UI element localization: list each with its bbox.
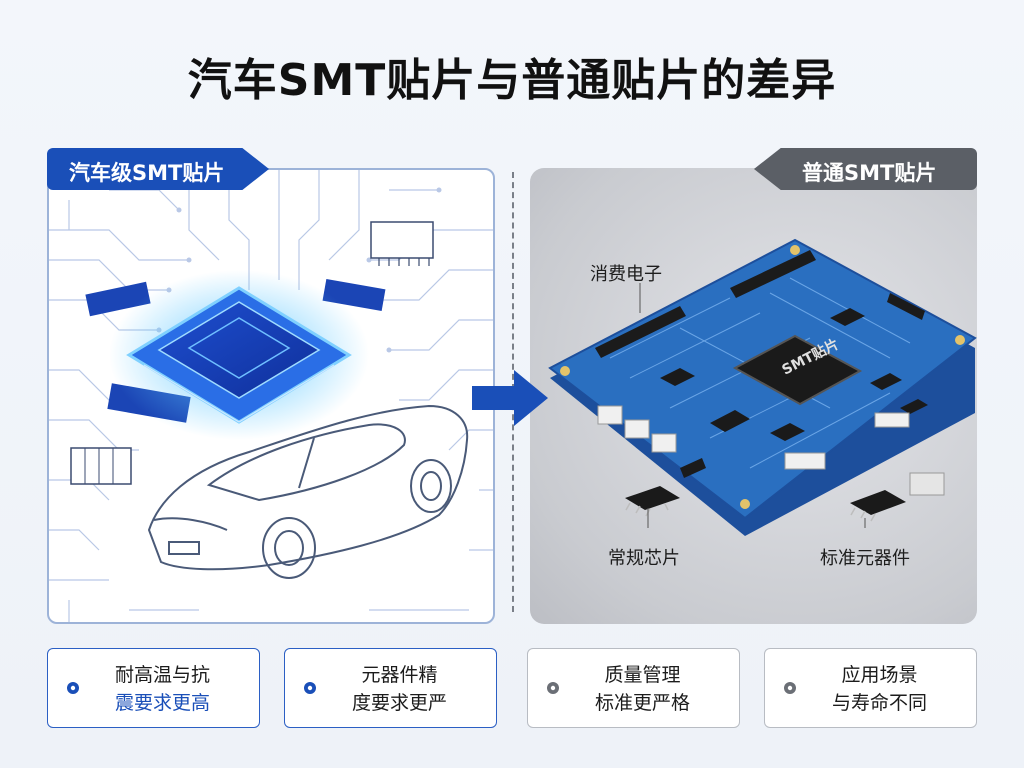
card-line1: 应用场景	[841, 664, 918, 686]
loose-chip	[625, 486, 680, 517]
card-precision: 元器件精 度要求更严	[284, 648, 497, 728]
loose-component	[850, 490, 906, 522]
card-line1: 元器件精	[361, 664, 438, 686]
card-heat-vibration: 耐高温与抗 震要求更高	[47, 648, 260, 728]
card-line2: 度要求更严	[351, 692, 447, 714]
label-regular-chip: 常规芯片	[608, 548, 680, 569]
automotive-chip	[126, 286, 352, 424]
card-application: 应用场景 与寿命不同	[764, 648, 977, 728]
automotive-tag: 汽车级SMT贴片	[47, 148, 269, 190]
automotive-panel	[47, 168, 495, 624]
location-pin-icon	[547, 682, 559, 694]
card-line1: 耐高温与抗	[114, 664, 210, 686]
component-outline-top	[370, 221, 434, 266]
arrow-right-icon	[472, 370, 548, 426]
label-consumer-electronics: 消费电子	[590, 264, 662, 285]
component-left-top	[85, 281, 151, 317]
pin-headers	[595, 250, 925, 478]
car-outline	[147, 404, 469, 579]
label-standard-component: 标准元器件	[820, 548, 910, 569]
card-line2: 与寿命不同	[831, 692, 927, 714]
location-pin-icon	[784, 682, 796, 694]
location-pin-icon	[67, 682, 79, 694]
card-line1: 质量管理	[604, 664, 681, 686]
pcb-illustration: SMT贴片	[548, 238, 977, 536]
loose-capacitor	[909, 472, 945, 496]
component-outline-left	[70, 447, 132, 485]
connectors	[597, 405, 910, 470]
small-chips	[660, 308, 928, 441]
leader-lines	[639, 283, 866, 528]
card-line2: 标准更严格	[594, 692, 690, 714]
consumer-tag: 普通SMT贴片	[754, 148, 977, 190]
page-title: 汽车SMT贴片与普通贴片的差异	[187, 55, 837, 106]
mounting-holes	[560, 245, 965, 509]
card-quality: 质量管理 标准更严格	[527, 648, 740, 728]
circuit-traces	[49, 170, 493, 622]
card-line2: 震要求更高	[114, 692, 210, 714]
consumer-panel: SMT贴片	[530, 168, 977, 624]
location-pin-icon	[304, 682, 316, 694]
automotive-illustration	[49, 170, 493, 622]
